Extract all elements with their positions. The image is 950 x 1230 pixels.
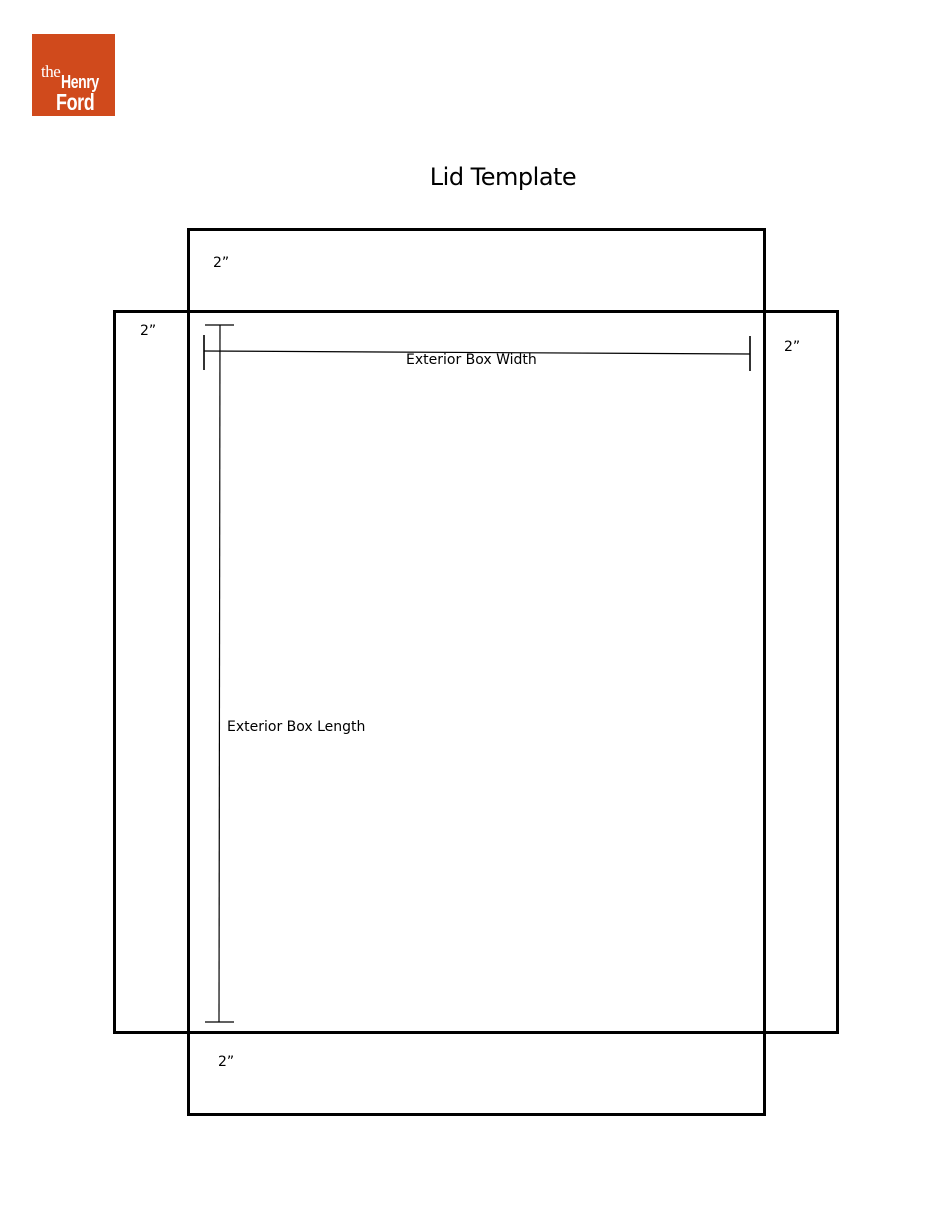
lid-horizontal-outline	[113, 310, 839, 1034]
bottom-flap-label: 2”	[218, 1054, 235, 1070]
left-flap-label: 2”	[140, 323, 157, 339]
logo-text-ford: Ford	[56, 89, 95, 115]
top-flap-label: 2”	[213, 255, 230, 271]
right-flap-label: 2”	[784, 339, 801, 355]
length-dimension-label: Exterior Box Length	[227, 719, 366, 735]
width-dimension-label: Exterior Box Width	[406, 352, 537, 368]
page-title: Lid Template	[429, 163, 577, 191]
logo-text-the: the	[41, 62, 61, 81]
henry-ford-logo: the Henry Ford	[32, 34, 115, 116]
length-dimension-line	[218, 324, 221, 1023]
logo-text-henry: Henry	[61, 72, 99, 92]
width-dimension-line	[203, 350, 751, 355]
lid-vertical-outline	[187, 228, 766, 1116]
